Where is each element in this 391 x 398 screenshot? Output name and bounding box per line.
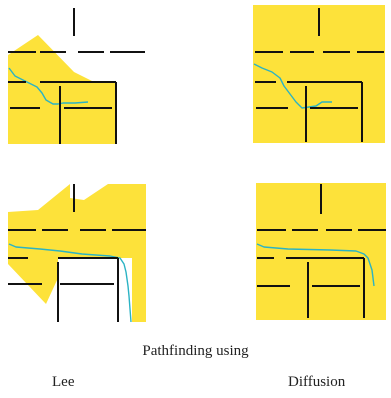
path-line — [8, 67, 89, 105]
path-line — [253, 63, 332, 109]
unexplored-region — [70, 184, 108, 200]
maze-walls — [8, 8, 145, 144]
pathfinding-figure — [8, 5, 386, 323]
panel-diffusion-top — [253, 5, 385, 143]
figure-caption: Pathfinding using — [142, 343, 249, 359]
maze-walls — [255, 8, 384, 142]
label-lee: Lee — [52, 374, 75, 390]
label-diffusion: Diffusion — [288, 374, 346, 390]
path-line — [256, 243, 375, 287]
panel-diffusion-bottom — [256, 183, 386, 320]
explored-region — [8, 35, 116, 144]
maze-walls — [8, 184, 146, 322]
panel-lee-top — [8, 8, 145, 144]
maze-walls — [257, 184, 386, 318]
panel-lee-bottom — [8, 184, 146, 323]
